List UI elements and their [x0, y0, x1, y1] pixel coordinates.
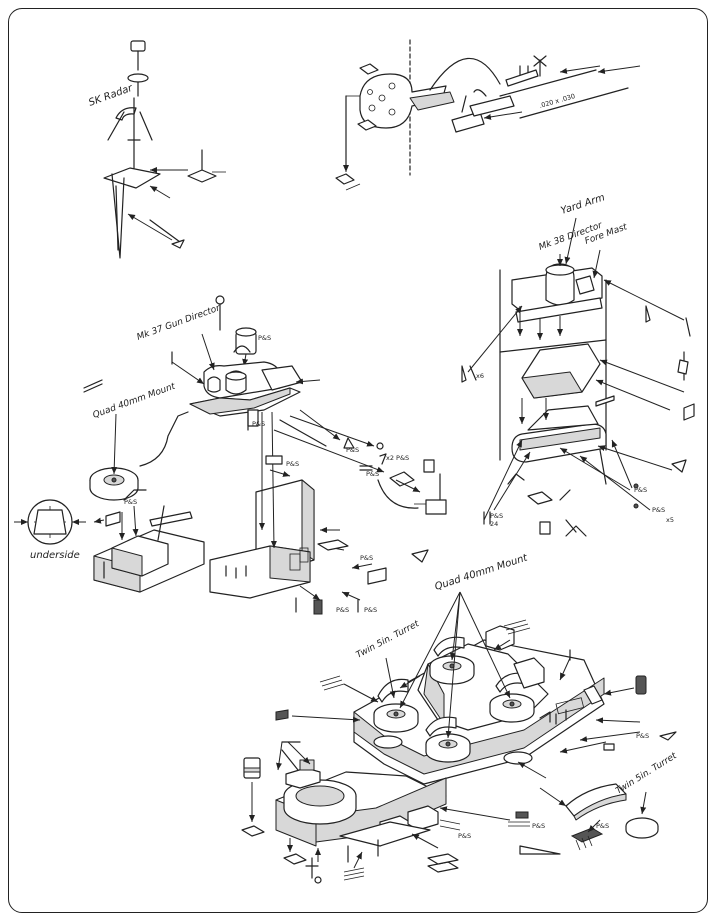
page-border — [8, 8, 708, 913]
pe-tag-x5: x5 — [666, 516, 674, 524]
pe-tag-x24: 24 — [490, 520, 498, 528]
main-deck-assembly — [241, 591, 677, 884]
pe-tag-br-5: P&S — [360, 554, 373, 562]
quad-40mm-left-assembly — [14, 379, 205, 593]
quad-40mm-mount-4 — [425, 733, 471, 763]
pe-tag-md-4: P&S — [596, 822, 609, 830]
pe-tag-br-2: P&S — [286, 460, 299, 468]
fore-mast-assembly — [461, 263, 695, 537]
underside-label: underside — [30, 550, 80, 561]
pe-tag-mk37: P&S — [258, 334, 271, 342]
quad-40mm-mount-3 — [489, 693, 535, 723]
pe-tag-md-1: P&S — [636, 732, 649, 740]
sk-radar-assembly — [103, 40, 226, 259]
pe-tag-br-3: P&S — [346, 446, 359, 454]
pe-tag-md-3: P&S — [532, 822, 545, 830]
twin-5in-turret-right-label: Twin 5in. Turret — [614, 751, 679, 797]
yard-arm-label: Yard Arm — [560, 192, 607, 217]
quad-40mm-mount-1 — [429, 655, 475, 685]
pe-tag-fm-3: P&S — [490, 512, 503, 520]
pe-tag-br-1: P&S — [252, 420, 265, 428]
pe-tag-br-4: P&S — [366, 470, 379, 478]
pe-tag-ql-1: P&S — [124, 498, 137, 506]
mk37-director-label: Mk 37 Gun Director — [136, 303, 223, 343]
quad-40mm-mount-2 — [373, 703, 419, 733]
mast-top-assembly — [335, 39, 641, 191]
pe-tag-x16: x6 — [476, 372, 484, 380]
mk37-bridge-assembly — [171, 295, 447, 615]
twin-5in-turret-left-label: Twin 5in. Turret — [355, 619, 422, 661]
pe-tag-fm-1: P&S — [634, 486, 647, 494]
pe-tag-fm-2: P&S — [652, 506, 665, 514]
quad-40mm-main-label: Quad 40mm Mount — [434, 552, 530, 593]
pe-tag-x2: x2 P&S — [386, 454, 409, 462]
sk-radar-label: SK Radar — [87, 83, 135, 109]
quad-40mm-left-label: Quad 40mm Mount — [92, 382, 178, 421]
pe-tag-md-2: P&S — [458, 832, 471, 840]
pe-tag-br-7: P&S — [364, 606, 377, 614]
pe-tag-br-6: P&S — [336, 606, 349, 614]
